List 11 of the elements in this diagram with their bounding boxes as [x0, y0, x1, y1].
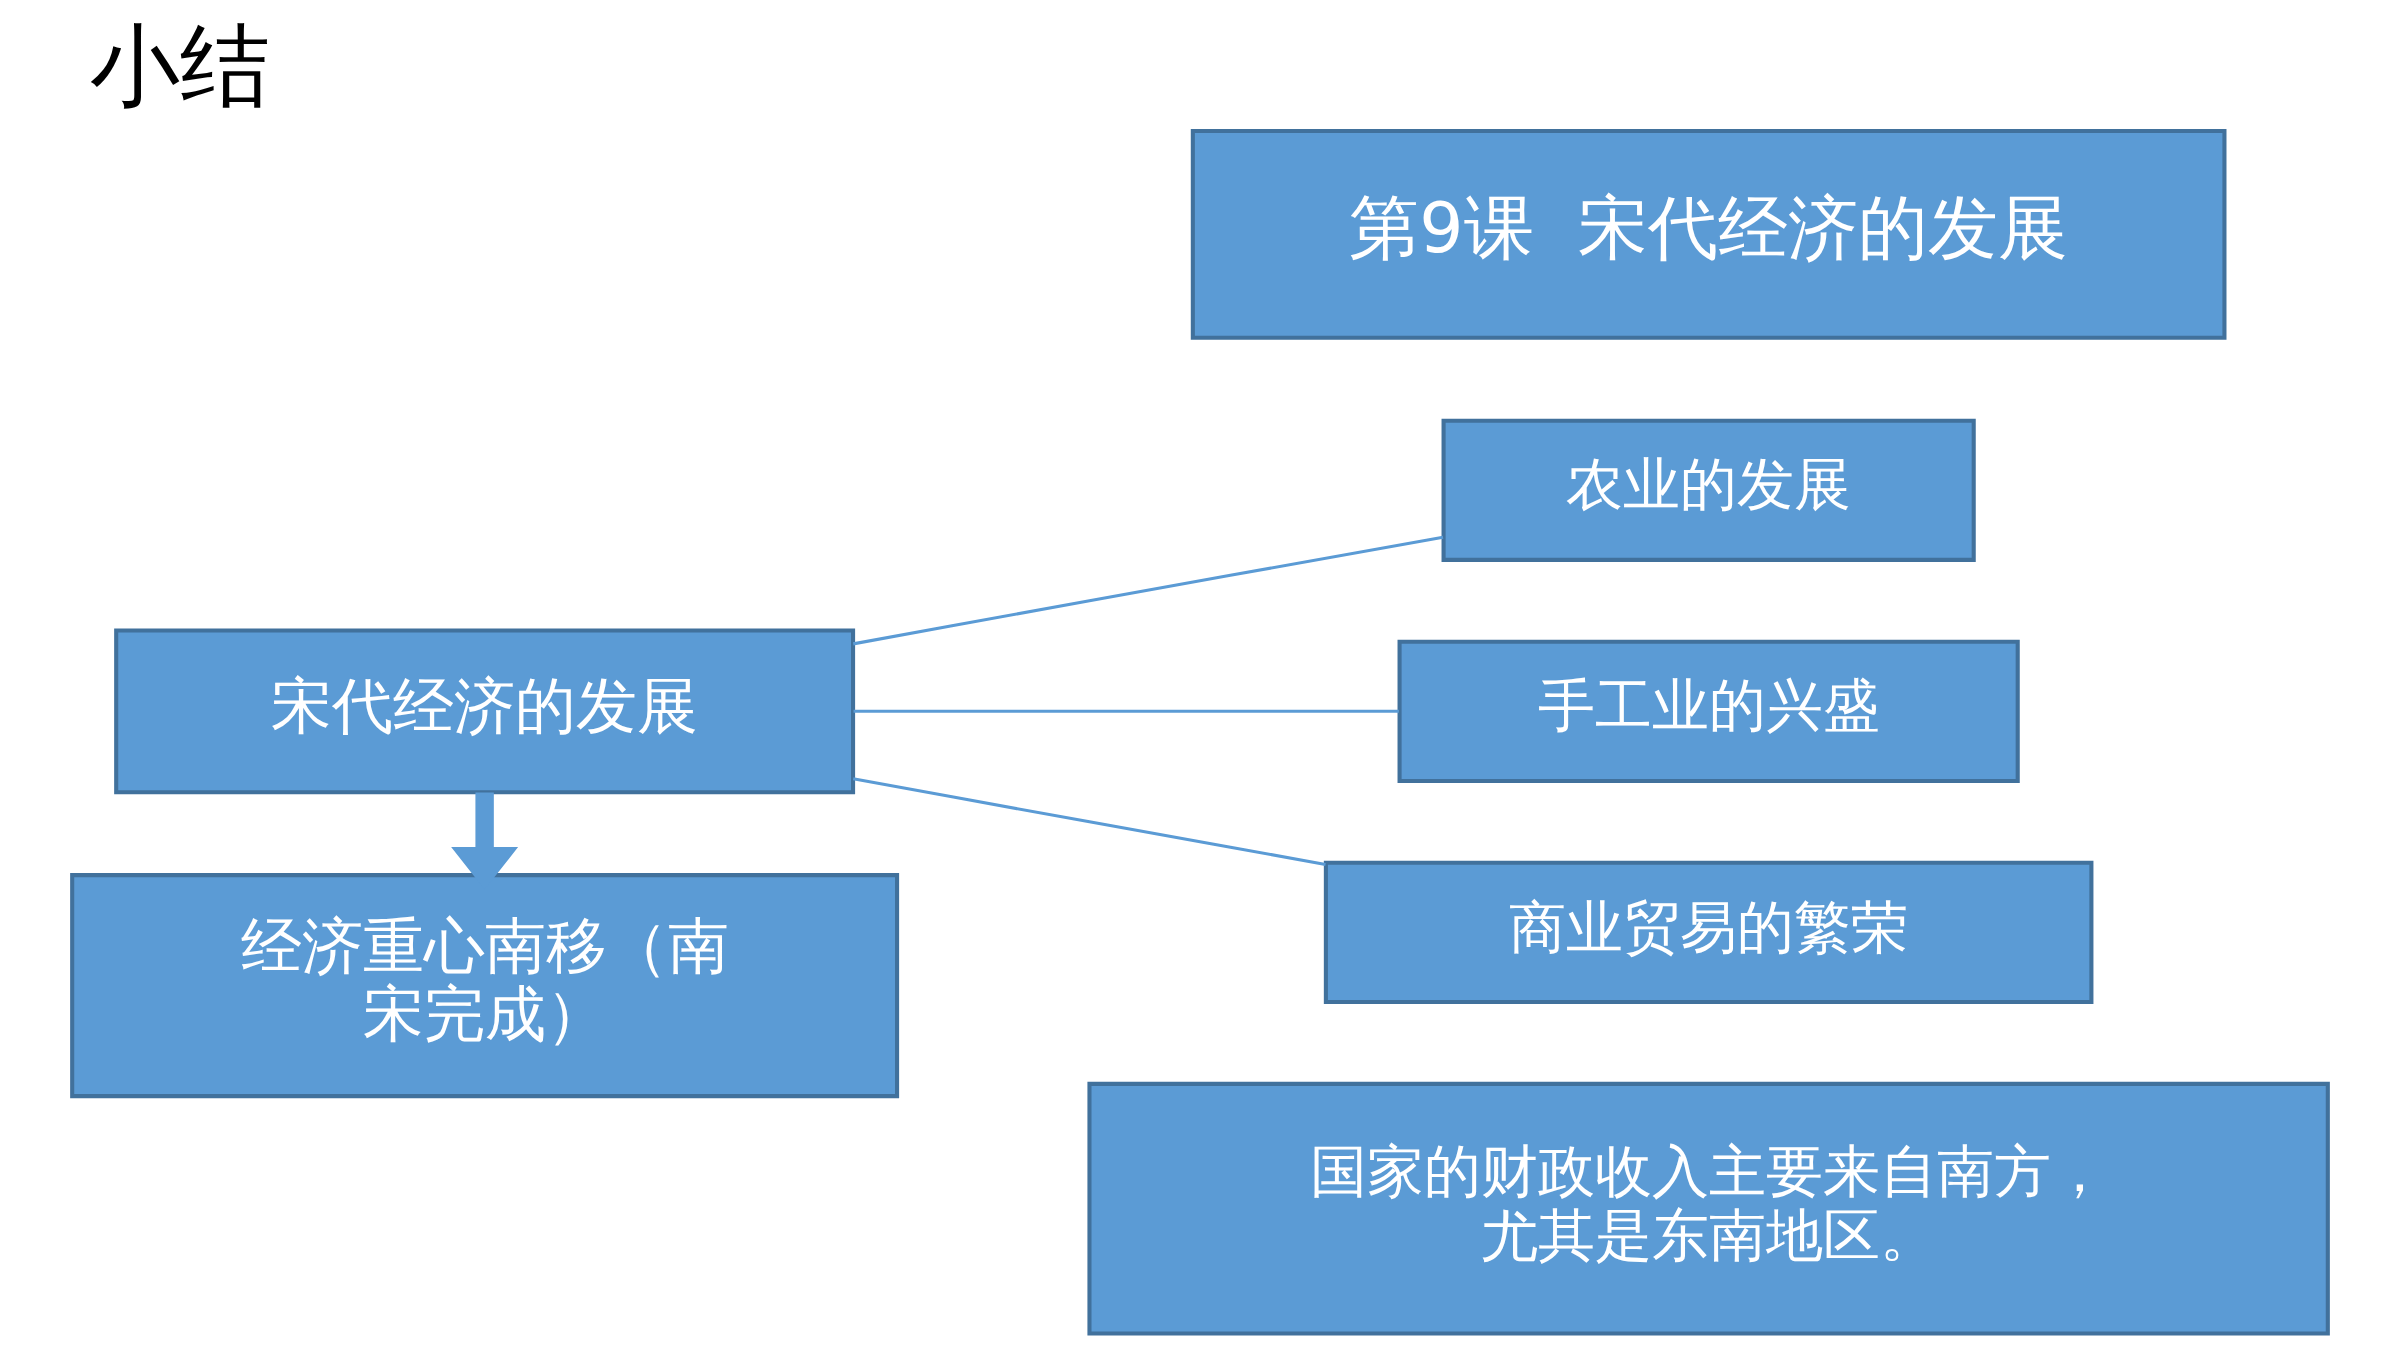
connector [852, 535, 1444, 646]
diagram-title: 小结 [89, 12, 270, 118]
node-box: 经济重心南移（南宋完成） [70, 873, 900, 1099]
node-box: 宋代经济的发展 [114, 628, 856, 795]
node-box: 商业贸易的繁荣 [1323, 860, 2094, 1005]
connector [852, 777, 1326, 866]
node-box: 国家的财政收入主要来自南方，尤其是东南地区。 [1087, 1081, 2330, 1336]
node-box: 手工业的兴盛 [1397, 639, 2020, 783]
node-box: 农业的发展 [1441, 418, 1976, 562]
connector [853, 709, 1399, 713]
node-box: 第9课 宋代经济的发展 [1190, 129, 2227, 340]
